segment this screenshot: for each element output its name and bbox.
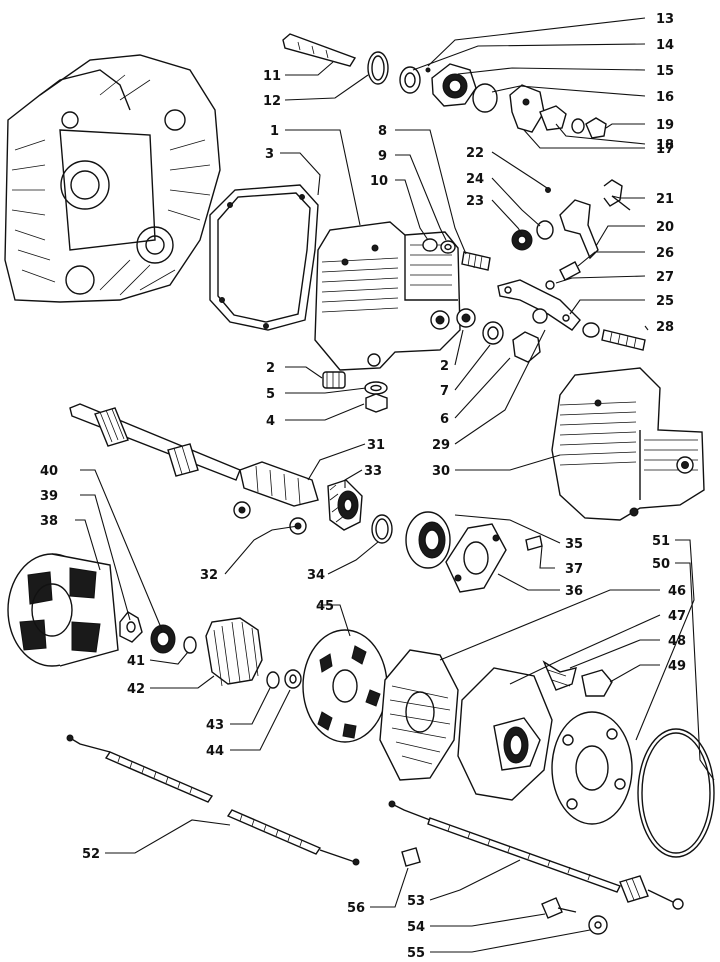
callout-21: 21: [656, 192, 674, 207]
callout-33: 33: [364, 464, 382, 479]
callout-15: 15: [656, 64, 674, 79]
callout-52: 52: [82, 847, 100, 862]
callout-18: 18: [656, 138, 674, 153]
callout-3: 3: [265, 147, 274, 162]
callout-labels: 1 3 11 12 13 14 15 16 19 18 17 8 9 10 22…: [40, 12, 686, 961]
callout-28: 28: [656, 320, 674, 335]
callout-6: 6: [440, 412, 449, 427]
callout-34: 34: [307, 568, 325, 583]
callout-35: 35: [565, 537, 583, 552]
clutch-hub-parts: [7, 553, 302, 689]
callout-43: 43: [206, 718, 224, 733]
control-cables: [66, 734, 684, 935]
callout-44: 44: [206, 744, 224, 759]
callout-22: 22: [466, 146, 484, 161]
callout-30: 30: [432, 464, 450, 479]
callout-37: 37: [565, 562, 583, 577]
callout-24: 24: [466, 172, 484, 187]
callout-26: 26: [656, 246, 674, 261]
callout-39: 39: [40, 489, 58, 504]
callout-12: 12: [263, 94, 281, 109]
callout-17: 17: [656, 142, 674, 157]
callout-36: 36: [565, 584, 583, 599]
callout-56: 56: [347, 901, 365, 916]
callout-48: 48: [668, 634, 686, 649]
callout-19: 19: [656, 118, 674, 133]
callout-32: 32: [200, 568, 218, 583]
cover-screws-and-washers: [422, 238, 491, 271]
leader-lines: [75, 17, 715, 953]
callout-55: 55: [407, 946, 425, 961]
kickstart-shaft-assembly: [282, 33, 607, 139]
selector-lever-parts: [497, 179, 646, 351]
gearbox-cover-upper: [314, 221, 461, 371]
callout-1: 1: [270, 124, 279, 139]
callout-7: 7: [440, 384, 449, 399]
callout-41: 41: [127, 654, 145, 669]
engine-crankcase: [4, 54, 221, 303]
callout-54: 54: [407, 920, 425, 935]
callout-45: 45: [316, 599, 334, 614]
callout-2-left: 2: [266, 361, 275, 376]
callout-50: 50: [652, 557, 670, 572]
callout-42: 42: [127, 682, 145, 697]
callout-29: 29: [432, 438, 450, 453]
clutch-plates: [302, 629, 715, 858]
callout-23: 23: [466, 194, 484, 209]
callout-11: 11: [263, 69, 281, 84]
callout-16: 16: [656, 90, 674, 105]
cover-gasket: [209, 184, 319, 331]
callout-53: 53: [407, 894, 425, 909]
callout-10: 10: [370, 174, 388, 189]
gearbox-cover-lower: [551, 367, 705, 521]
callout-25: 25: [656, 294, 674, 309]
callout-51: 51: [652, 534, 670, 549]
callout-14: 14: [656, 38, 674, 53]
callout-20: 20: [656, 220, 674, 235]
callout-38: 38: [40, 514, 58, 529]
callout-40: 40: [40, 464, 58, 479]
main-shaft-assembly: [69, 403, 543, 593]
callout-31: 31: [367, 438, 385, 453]
callout-27: 27: [656, 270, 674, 285]
callout-46: 46: [668, 584, 686, 599]
callout-8: 8: [378, 124, 387, 139]
callout-2-right: 2: [440, 359, 449, 374]
callout-5: 5: [266, 387, 275, 402]
callout-47: 47: [668, 609, 686, 624]
callout-4: 4: [266, 414, 275, 429]
callout-9: 9: [378, 149, 387, 164]
callout-13: 13: [656, 12, 674, 27]
callout-49: 49: [668, 659, 686, 674]
